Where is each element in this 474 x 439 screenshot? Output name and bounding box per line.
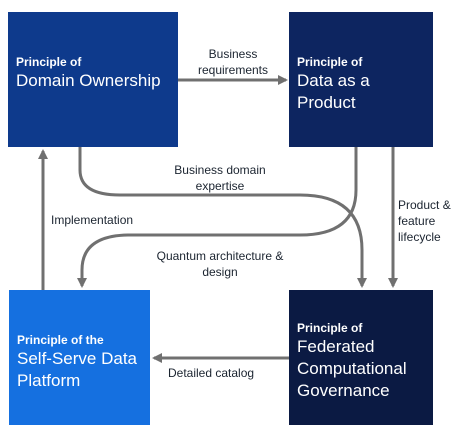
box-domain-big: Domain Ownership (16, 71, 161, 90)
label-product-feature-lifecycle: Product & feature lifecycle (398, 197, 451, 245)
box-platform-big: Self-Serve Data Platform (17, 349, 137, 390)
label-product-feature-line2: feature (398, 214, 436, 228)
box-product-small: Principle of (297, 55, 363, 69)
label-quantum-line1: Quantum architecture & (156, 249, 284, 263)
box-data-as-product: Principle of Data as a Product (289, 12, 433, 147)
box-federated-governance: Principle of Federated Computational Gov… (289, 290, 433, 425)
box-governance-big: Federated Computational Governance (297, 337, 407, 400)
label-detailed-catalog: Detailed catalog (168, 366, 255, 380)
label-product-feature-line3: lifecycle (398, 230, 441, 244)
box-governance-small: Principle of (297, 321, 363, 335)
label-business-requirements: Business requirements (185, 46, 281, 78)
label-business-domain-line1: Business domain (174, 163, 266, 177)
label-business-domain-expertise: Business domain expertise (160, 162, 280, 194)
box-self-serve-platform: Principle of the Self-Serve Data Platfor… (9, 290, 150, 425)
box-domain-small: Principle of (16, 55, 82, 69)
label-implementation: Implementation (51, 213, 134, 227)
arrow-quantum-architecture (77, 147, 358, 288)
label-quantum-line2: design (202, 265, 238, 279)
box-product-big: Data as a Product (297, 71, 370, 112)
label-quantum-architecture: Quantum architecture & design (140, 248, 300, 280)
box-domain-ownership: Principle of Domain Ownership (8, 12, 178, 147)
label-business-requirements-line1: Business (208, 47, 258, 61)
label-business-domain-line2: expertise (195, 179, 245, 193)
arrow-business-domain-expertise (78, 147, 367, 288)
box-platform-small: Principle of the (17, 333, 104, 347)
label-product-feature-line1: Product & (398, 198, 451, 212)
label-business-requirements-line2: requirements (197, 63, 269, 77)
